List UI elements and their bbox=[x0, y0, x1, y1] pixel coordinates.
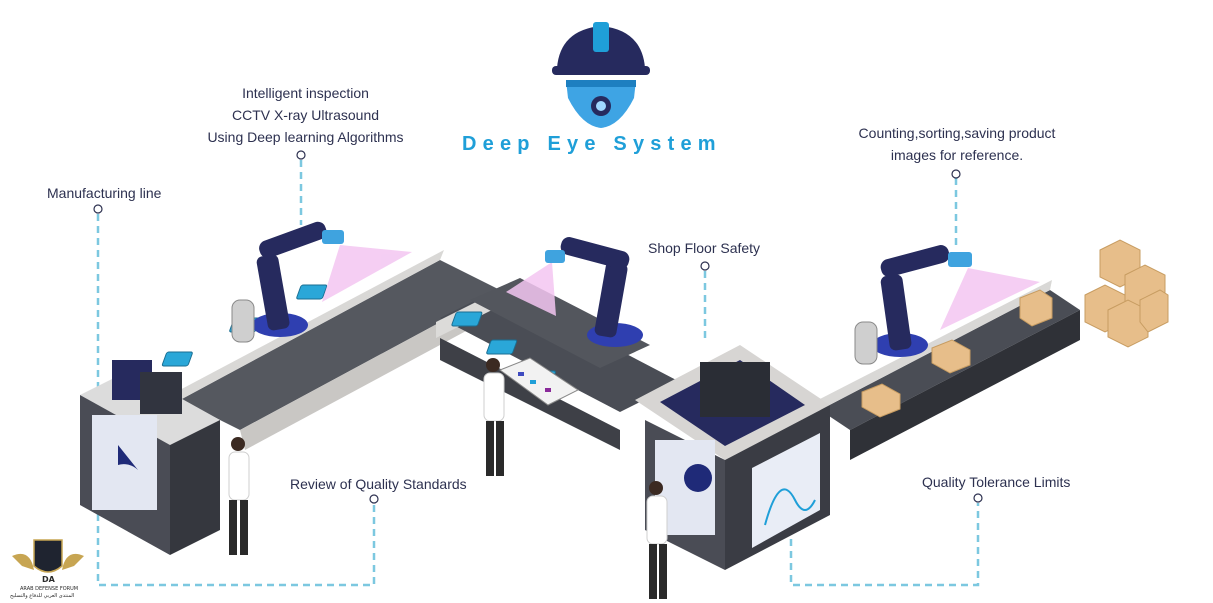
helmet-eye-logo-icon bbox=[552, 22, 650, 128]
label-inspection-line-3: Using Deep learning Algorithms bbox=[207, 129, 404, 145]
label-counting: Counting,sorting,saving product images f… bbox=[846, 122, 1068, 166]
control-panel bbox=[498, 357, 579, 406]
watermark-initials: DA bbox=[42, 575, 55, 584]
worker-icon bbox=[228, 437, 250, 555]
label-counting-line-1: Counting,sorting,saving product bbox=[858, 125, 1056, 141]
label-quality-tolerance: Quality Tolerance Limits bbox=[922, 474, 1071, 490]
robot-arm-icon bbox=[872, 245, 972, 357]
label-review-quality: Review of Quality Standards bbox=[290, 476, 467, 492]
worker-icon bbox=[483, 358, 505, 476]
worker-icon bbox=[646, 481, 668, 599]
label-inspection-line-2: CCTV X-ray Ultrasound bbox=[231, 107, 380, 123]
label-shop-floor-safety: Shop Floor Safety bbox=[648, 240, 761, 256]
cardboard-box-icon bbox=[861, 239, 1169, 418]
label-inspection-line-1: Intelligent inspection bbox=[242, 85, 369, 101]
label-inspection: Intelligent inspection CCTV X-ray Ultras… bbox=[198, 82, 413, 148]
arab-defense-forum-logo bbox=[12, 539, 84, 573]
left-inspection-machine bbox=[80, 360, 220, 555]
page-title: Deep Eye System bbox=[462, 133, 722, 155]
watermark-name: ARAB DEFENSE FORUM bbox=[20, 586, 79, 592]
center-inspection-machine bbox=[635, 345, 830, 570]
label-manufacturing-line: Manufacturing line bbox=[47, 185, 162, 201]
robot-arm-icon bbox=[545, 237, 643, 347]
label-counting-line-2: images for reference. bbox=[890, 147, 1024, 163]
robot-arm-icon bbox=[252, 221, 344, 337]
scan-beams bbox=[322, 245, 1040, 330]
watermark-arabic: المنتدى العربي للدفاع والتسليح bbox=[10, 593, 75, 599]
